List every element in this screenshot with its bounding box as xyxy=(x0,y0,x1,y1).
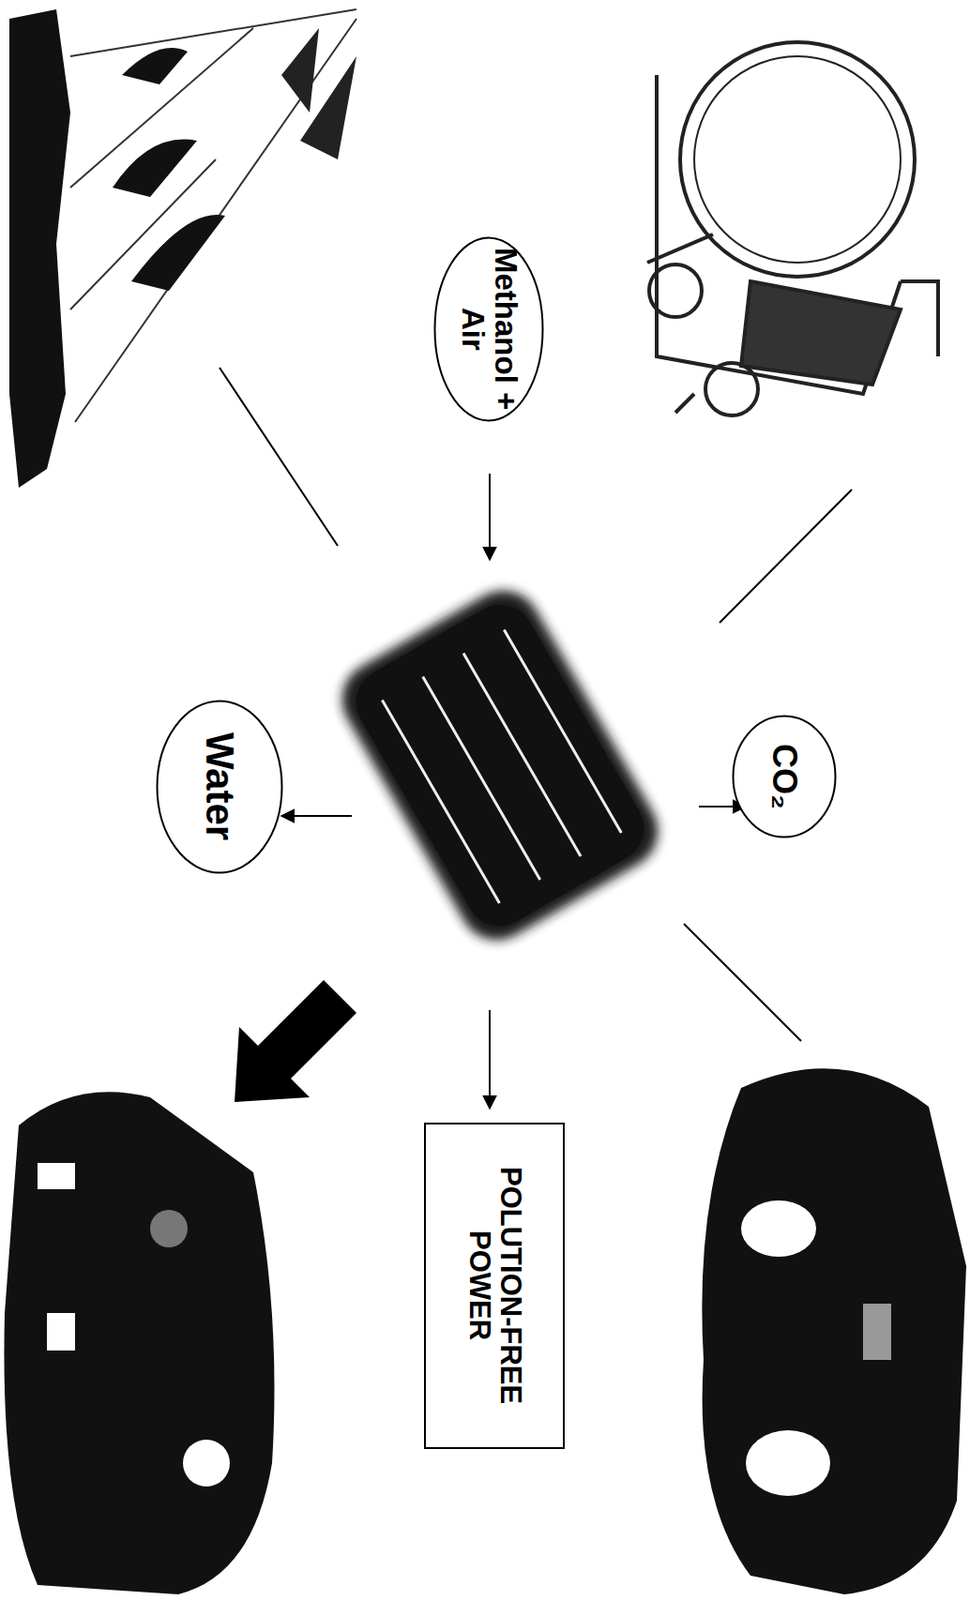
car-illustration xyxy=(701,1068,967,1595)
text-group: CO₂ xyxy=(766,743,803,810)
car-illustration xyxy=(3,1091,274,1595)
input-ellipse: Methanol + Air xyxy=(433,236,545,423)
node-label: Water xyxy=(198,732,241,841)
leader-line xyxy=(219,367,852,1042)
text-group: Water xyxy=(198,732,241,841)
text-group: POLUTION-FREE POWER xyxy=(463,1134,525,1439)
big-arrow xyxy=(234,980,357,1103)
text-group: Methanol + Air xyxy=(455,247,521,411)
node-label: CO₂ xyxy=(766,743,803,810)
node-label: POLUTION-FREE POWER xyxy=(463,1134,525,1439)
wheelchair-illustration xyxy=(647,42,939,416)
node-label: Methanol + Air xyxy=(455,247,521,411)
boat-illustration xyxy=(9,9,357,488)
output-box: POLUTION-FREE POWER xyxy=(424,1122,565,1450)
output-ellipse: Water xyxy=(155,699,284,875)
output-ellipse: CO₂ xyxy=(731,714,837,839)
fuel-cell-stack xyxy=(328,576,672,955)
